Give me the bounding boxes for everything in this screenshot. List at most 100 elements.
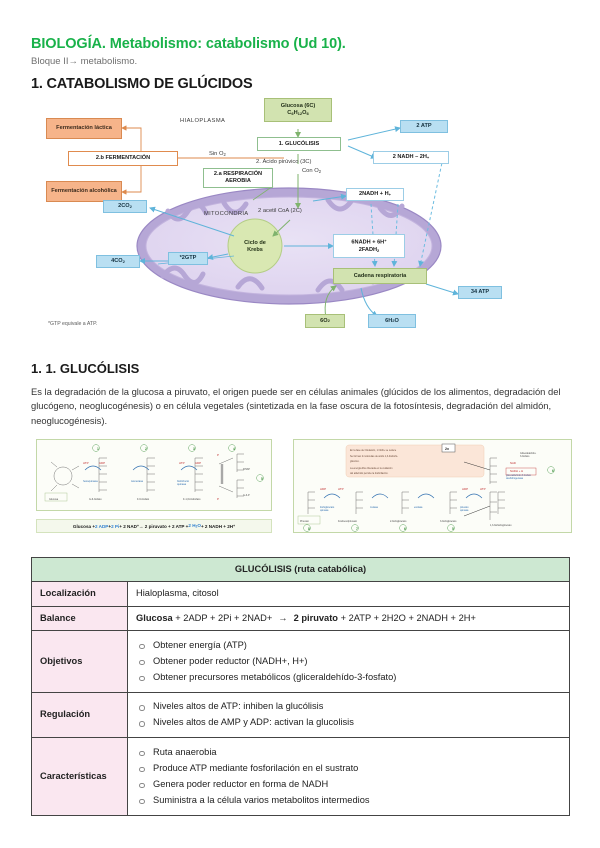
svg-text:Fosfoenolpiruvato: Fosfoenolpiruvato [338,520,358,523]
balance-right-rest: + 2ATP + 2H2O + 2NADH + 2H+ [338,612,476,623]
svg-text:ADP: ADP [195,461,201,465]
svg-text:F-1,6-bisfosfato: F-1,6-bisfosfato [183,498,201,501]
table-header-row: GLUCÓLISIS (ruta catabólica) [31,556,570,583]
svg-text:Glucosa: Glucosa [49,498,59,501]
svg-text:4: 4 [233,447,235,451]
list-item-text: Produce ATP mediante fosforilación en el… [153,762,359,773]
nadh6-label: 6NADH + 6H+ [351,238,387,246]
svg-text:Gliceraldehído-: Gliceraldehído- [520,452,536,455]
diagram-box-glucosa: Glucosa (6C) C6H12O6 [264,98,332,122]
svg-text:F-6-fosfato: F-6-fosfato [137,498,150,501]
label-mitocondria: MITOCONDRIA [204,211,249,217]
svg-text:isomerasa: isomerasa [131,479,144,483]
eq-part-1: 2 ADP [95,523,109,529]
svg-text:3-fosfato: 3-fosfato [520,455,530,458]
respiracion-line2: AEROBIA [225,178,251,184]
fadh2-label: 2FADH2 [358,246,380,253]
list-item-text: Obtener precursores metabólicos (glicera… [153,671,397,682]
glucolisis-paragraph: Es la degradación de la glucosa a piruva… [31,386,561,426]
row-key-regulacion: Regulación [31,691,128,739]
svg-text:piruvato: piruvato [460,506,469,509]
document-title: BIOLOGÍA. Metabolismo: catabolismo (Ud 1… [31,36,346,52]
eq-part-3: 2 Pi [111,523,120,529]
glucosa-label: Glucosa (6C) [280,103,316,110]
svg-text:gliceraldehído-3-fosfato: gliceraldehído-3-fosfato [506,474,532,477]
svg-text:ATP: ATP [480,487,486,491]
respiracion-line1: 2.a RESPIRACIÓN [213,171,263,178]
label-con-o2: Con O2 [302,168,322,174]
diagram-footnote: *GTP equivale a ATP. [48,321,98,327]
list-item: Niveles altos de AMP y ADP: activan la g… [136,716,561,729]
svg-text:2x: 2x [445,447,449,451]
balance-arrow: → [278,612,288,623]
balance-left-bold: Glucosa [136,612,173,623]
svg-text:8: 8 [308,527,310,531]
list-item-text: Obtener energía (ATP) [153,639,247,650]
svg-text:NAD: NAD [510,461,516,465]
table-row: Objetivos Obtener energía (ATP) Obtener … [31,630,570,693]
svg-text:3: 3 [193,447,195,451]
svg-text:2-fosfoglicerato: 2-fosfoglicerato [390,520,407,523]
diagram-box-ciclo-krebs: Ciclo de Krebs [233,237,277,257]
svg-text:5: 5 [261,477,263,481]
svg-text:quinasa: quinasa [320,509,329,512]
table-row: Regulación Niveles altos de ATP: inhiben… [31,691,570,739]
figure-glycolysis-phase2: En la fase de Oxidación, 1 NAD+ se reduc… [293,439,572,533]
svg-text:ATP: ATP [338,487,344,491]
svg-text:6: 6 [552,469,554,473]
svg-text:deshidrogenasa: deshidrogenasa [506,477,524,480]
svg-text:ADP: ADP [320,487,326,491]
row-value-caracteristicas: Ruta anaerobia Produce ATP mediante fosf… [127,737,570,816]
svg-text:En la fase de Oxidación, 1 NAD: En la fase de Oxidación, 1 NAD+ se reduc… [350,449,397,452]
eq-part-7: 2 H2O [188,523,201,529]
row-value-balance: Glucosa + 2ADP + 2Pi + 2NAD+→2 piruvato … [127,605,570,632]
svg-text:mutasa: mutasa [370,506,379,509]
row-key-caracteristicas: Características [31,737,128,816]
label-acetil-coa: 2 acetil CoA (2C) [258,208,302,214]
svg-text:P: P [217,453,219,457]
figure-right-canvas: En la fase de Oxidación, 1 NAD+ se reduc… [297,443,555,532]
row-key-objetivos: Objetivos [31,630,128,693]
svg-text:G-3-P: G-3-P [243,494,250,497]
diagram-box-fermentacion-lactica: Fermentación láctica [46,118,122,139]
diagram-box-2atp: 2 ATP [400,120,448,133]
balance-left-rest: + 2ADP + 2Pi + 2NAD+ [172,612,273,623]
krebs-cycle-circle [227,218,283,274]
krebs-line2: Krebs [247,247,263,253]
list-item-text: Niveles altos de AMP y ADP: activan la g… [153,717,354,728]
section-heading-1: 1. CATABOLISMO DE GLÚCIDOS [31,76,253,92]
diagram-box-fermentacion: 2.b FERMENTACIÓN [68,151,178,166]
list-item-text: Ruta anaerobia [153,746,217,757]
regulacion-list: Niveles altos de ATP: inhiben la glucóli… [136,700,561,729]
row-value-localizacion: Hialoplasma, citosol [127,581,570,607]
list-item-text: Obtener poder reductor (NADH+, H+) [153,655,308,666]
list-item: Genera poder reductor en forma de NADH [136,778,561,791]
list-item-text: Niveles altos de ATP: inhiben la glucóli… [153,701,324,712]
svg-text:1: 1 [97,447,99,451]
svg-text:DHAP: DHAP [243,468,250,471]
svg-text:ATP: ATP [179,461,185,465]
list-item-text: Suministra a la célula varios metabolito… [153,794,370,805]
svg-text:3-fosfoglicerato: 3-fosfoglicerato [440,520,457,523]
list-item: Suministra a la célula varios metabolito… [136,794,561,807]
svg-text:del aldehído permite la fosfor: del aldehído permite la fosforilación. [350,472,389,475]
objetivos-list: Obtener energía (ATP) Obtener poder redu… [136,639,561,684]
eq-part-2: + [108,523,112,529]
caracteristicas-list: Ruta anaerobia Produce ATP mediante fosf… [136,746,561,807]
svg-text:5: 5 [452,527,454,531]
list-item: Obtener poder reductor (NADH+, H+) [136,655,561,668]
label-sin-o2: Sin O2 [209,151,226,157]
list-item-text: Genera poder reductor en forma de NADH [153,778,329,789]
metabolism-diagram: Glucosa (6C) C6H12O6 1. GLUCÓLISIS 2 ATP… [28,96,573,341]
diagram-box-34atp: 34 ATP [458,286,502,299]
svg-text:7: 7 [356,527,358,531]
svg-text:ADP: ADP [99,461,105,465]
list-item: Obtener precursores metabólicos (glicera… [136,671,561,684]
svg-text:1,3-bisfosfoglicerato: 1,3-bisfosfoglicerato [490,524,512,527]
